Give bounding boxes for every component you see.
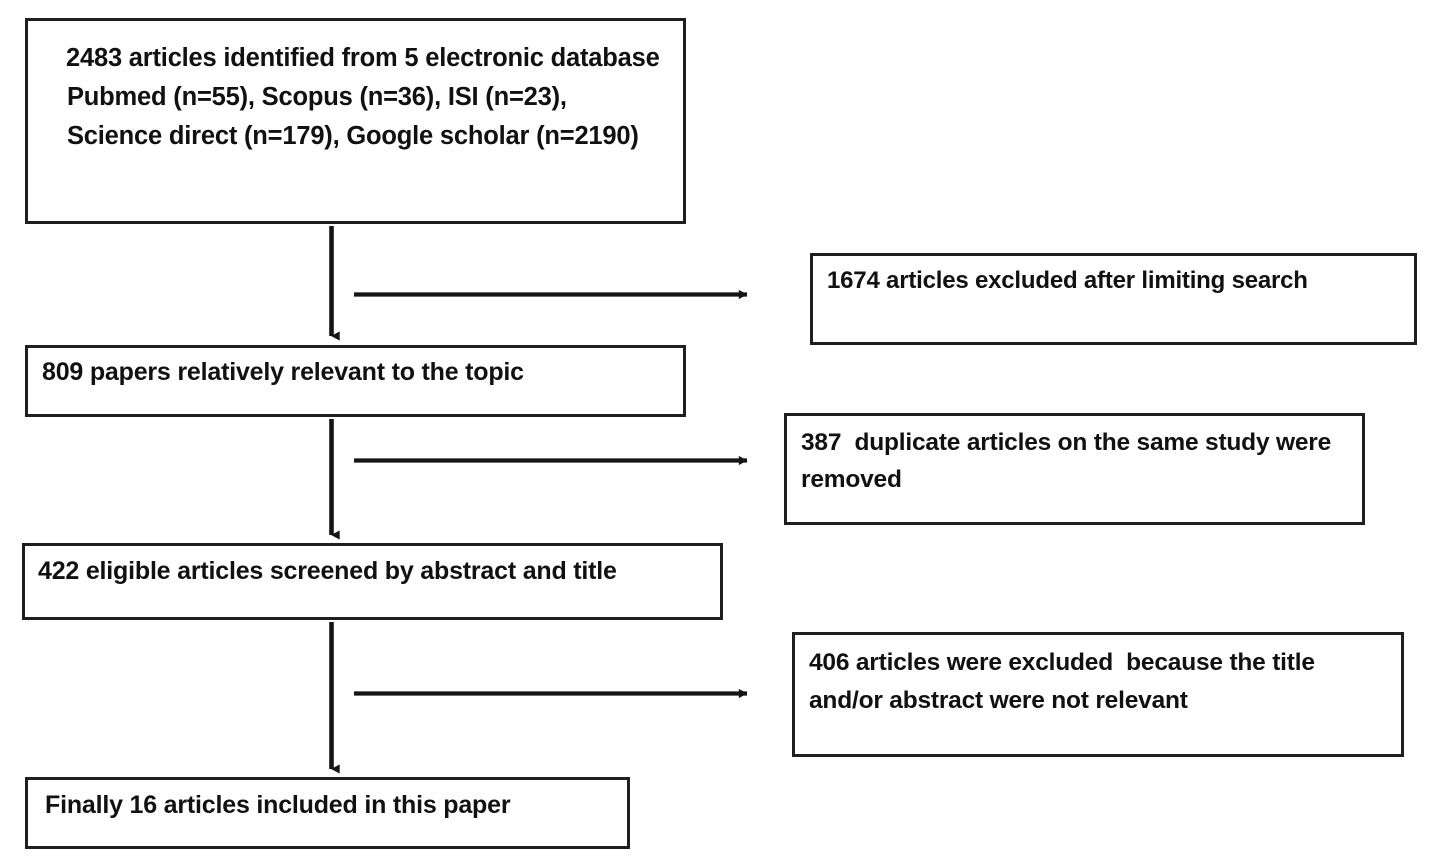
final-included-box: Finally 16 articles included in this pap… <box>25 777 630 849</box>
duplicates-removed-box: 387 duplicate articles on the same study… <box>784 413 1365 525</box>
excluded-title-abstract-box: 406 articles were excluded because the t… <box>792 632 1404 757</box>
records-identified-box: 2483 articles identified from 5 electron… <box>25 18 686 224</box>
excluded-after-limiting-box: 1674 articles excluded after limiting se… <box>810 253 1417 345</box>
relatively-relevant-text: 809 papers relatively relevant to the to… <box>42 358 524 386</box>
final-included-text: Finally 16 articles included in this pap… <box>45 791 511 819</box>
eligible-screened-box: 422 eligible articles screened by abstra… <box>22 543 723 620</box>
excluded-after-limiting-text: 1674 articles excluded after limiting se… <box>827 267 1308 294</box>
excluded-title-abstract-text: 406 articles were excluded because the t… <box>809 649 1322 714</box>
records-identified-text: 2483 articles identified from 5 electron… <box>66 44 667 150</box>
relatively-relevant-box: 809 papers relatively relevant to the to… <box>25 345 686 417</box>
eligible-screened-text: 422 eligible articles screened by abstra… <box>38 557 617 585</box>
duplicates-removed-text: 387 duplicate articles on the same study… <box>801 429 1338 493</box>
